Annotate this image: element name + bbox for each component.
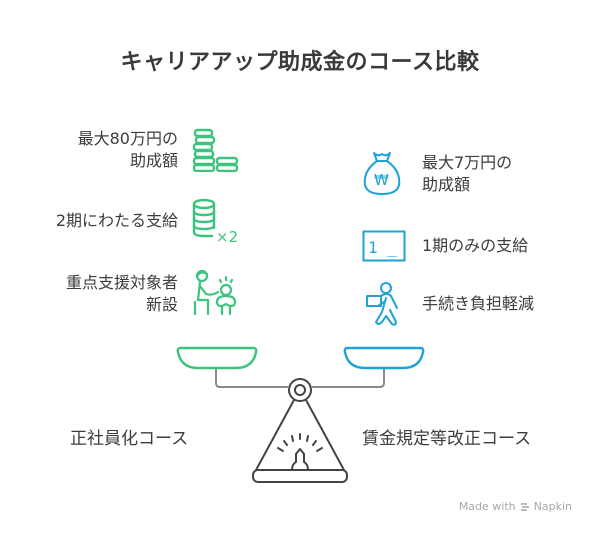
right-course-name: 賃金規定等改正コース bbox=[362, 429, 532, 449]
scale-beam bbox=[215, 368, 385, 388]
page-title: キャリアアップ助成金のコース比較 bbox=[120, 50, 480, 75]
left-course-name: 正社員化コース bbox=[70, 429, 189, 449]
left-item-priority-support-line2: 新設 bbox=[145, 295, 178, 314]
money-bag-icon: ₩ bbox=[362, 150, 402, 196]
svg-text:₩: ₩ bbox=[374, 171, 389, 189]
right-pan bbox=[343, 346, 425, 370]
footer-brand: Napkin bbox=[533, 500, 572, 513]
left-item-max-amount-line1: 最大80万円の bbox=[77, 129, 178, 148]
right-item-single-period: 1期のみの支給 bbox=[422, 236, 529, 255]
left-item-priority-support: 重点支援対象者 新設 bbox=[66, 272, 178, 316]
caregiver-person-icon bbox=[192, 268, 240, 318]
left-pan bbox=[176, 346, 258, 370]
right-item-max-amount-line2: 助成額 bbox=[422, 175, 471, 194]
footer-made-with: Made with bbox=[458, 500, 516, 513]
napkin-logo-icon bbox=[520, 502, 530, 512]
left-item-payment-periods: 2期にわたる支給 bbox=[55, 211, 178, 230]
right-item-reduced-burden: 手続き負担軽減 bbox=[422, 294, 535, 313]
coin-stack-x2-icon: ×2 bbox=[192, 198, 244, 246]
right-item-max-amount-line1: 最大7万円の bbox=[422, 153, 513, 172]
person-carrying-box-icon bbox=[364, 282, 404, 328]
coin-stacks-icon bbox=[192, 128, 240, 172]
left-item-max-amount-line2: 助成額 bbox=[129, 151, 178, 170]
period-one-icon: 1 _ bbox=[362, 230, 406, 262]
svg-text:×2: ×2 bbox=[216, 228, 238, 246]
right-item-max-amount: 最大7万円の 助成額 bbox=[422, 152, 512, 196]
svg-text:1 _: 1 _ bbox=[368, 238, 397, 257]
left-item-priority-support-line1: 重点支援対象者 bbox=[65, 273, 178, 292]
footer-attribution: Made with Napkin bbox=[459, 500, 572, 513]
left-item-max-amount: 最大80万円の 助成額 bbox=[78, 128, 178, 172]
